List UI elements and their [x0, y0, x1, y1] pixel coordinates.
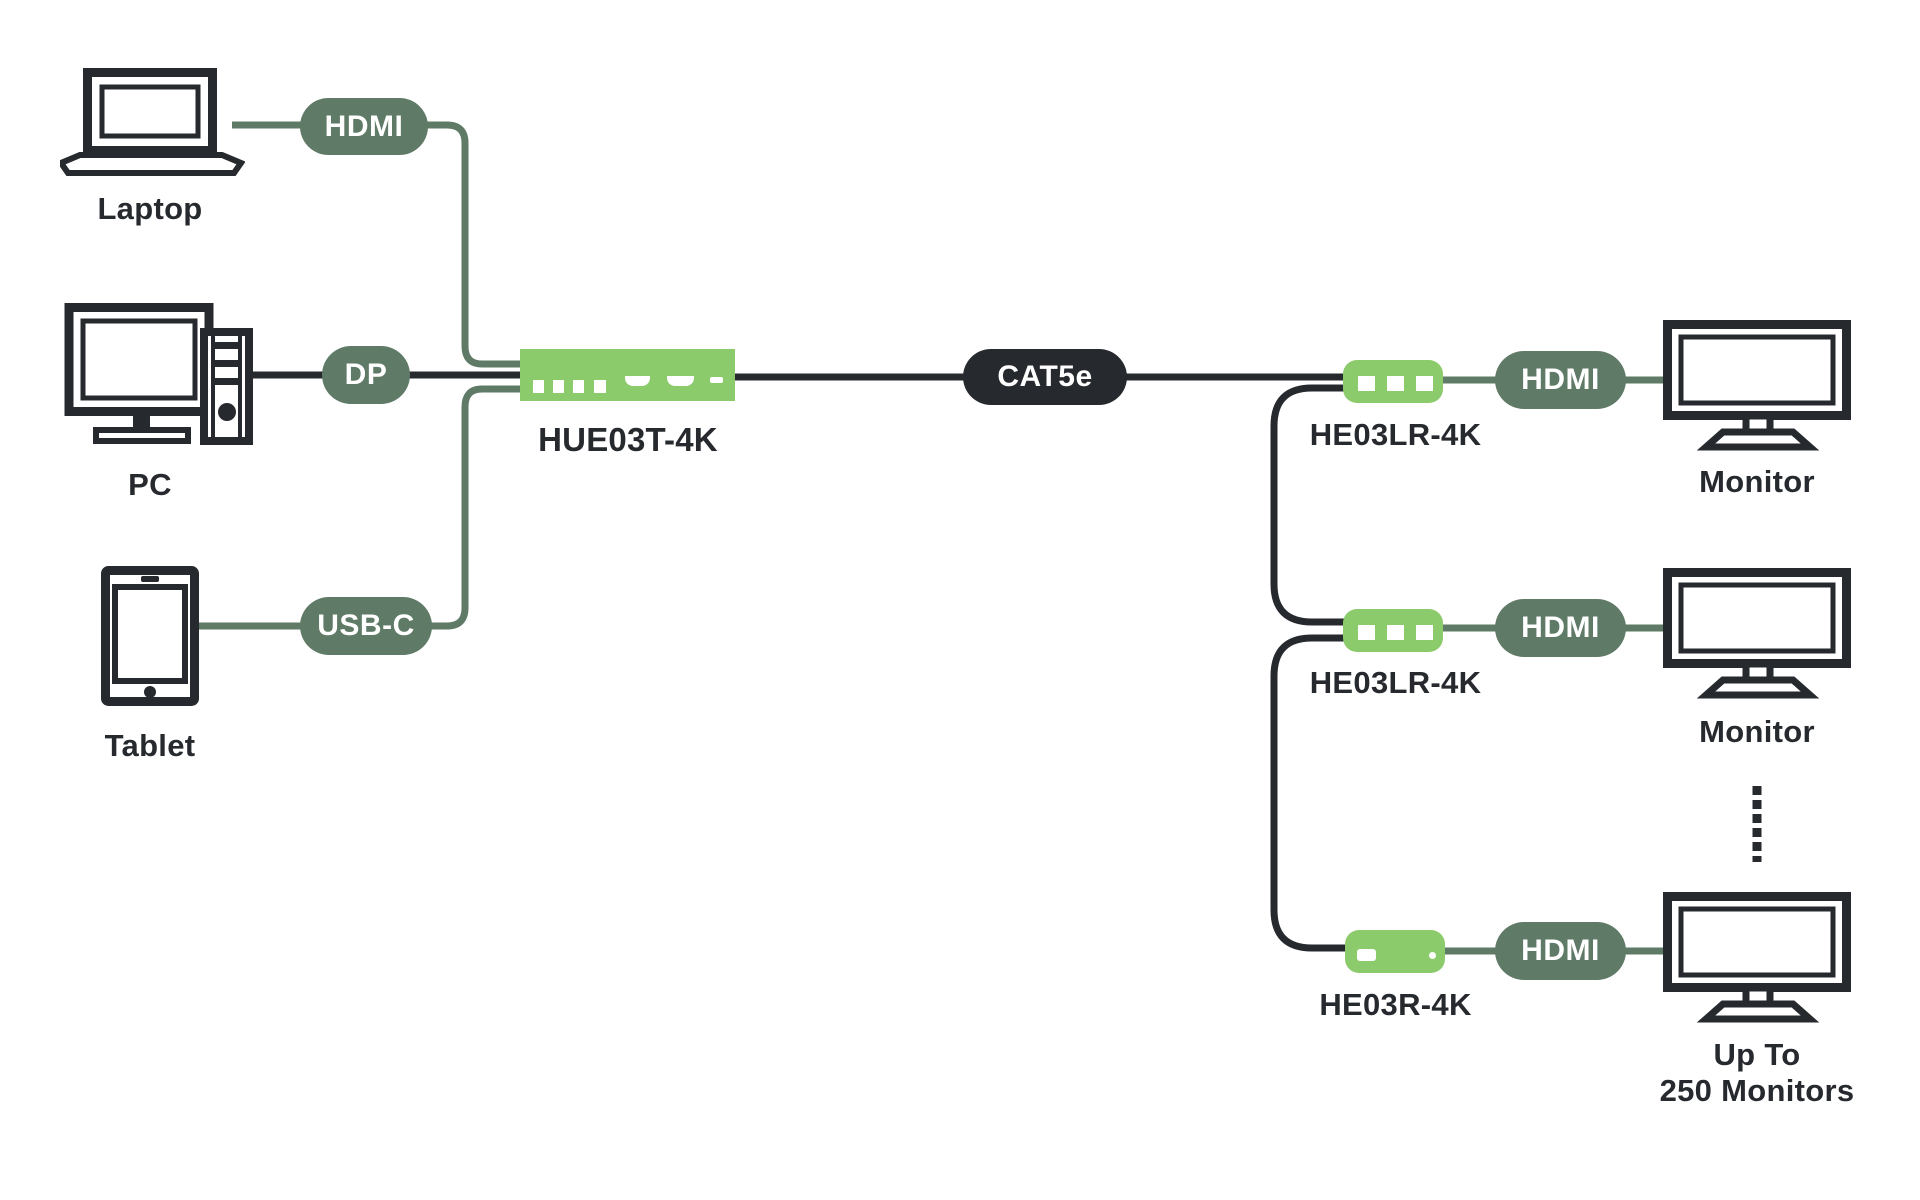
hdmi-badge-receiver3: HDMI	[1495, 922, 1626, 980]
transmitter-box	[520, 349, 735, 401]
cable-branch-receiver1-to-receiver2	[1270, 384, 1348, 626]
tx-slot-port	[710, 377, 723, 383]
receiver3-box	[1345, 930, 1445, 973]
dp-badge-pc: DP	[322, 346, 410, 404]
receiver2-model-label: HE03LR-4K	[1309, 665, 1482, 700]
receiver1-model-label: HE03LR-4K	[1309, 417, 1482, 452]
pc-icon	[64, 302, 256, 446]
tx-hdmi-port	[625, 376, 650, 386]
tablet-icon	[101, 566, 199, 706]
usbc-badge-tablet: USB-C	[300, 597, 432, 655]
laptop-label: Laptop	[97, 191, 203, 226]
rx-port	[1387, 376, 1404, 391]
cable-usbc-to-transmitter	[424, 385, 524, 630]
monitor-icon	[1663, 892, 1851, 1023]
monitor2-label: Monitor	[1699, 714, 1815, 749]
rx-led	[1429, 952, 1436, 959]
tx-dip-port	[573, 380, 584, 393]
cat5e-badge: CAT5e	[963, 349, 1127, 405]
pc-label: PC	[128, 467, 172, 502]
monitor3-label-line2: 250 Monitors	[1659, 1073, 1855, 1108]
tx-dip-port	[533, 380, 544, 393]
hdmi-badge-receiver1: HDMI	[1495, 351, 1626, 409]
rx-port	[1358, 376, 1375, 391]
receiver3-model-label: HE03R-4K	[1319, 987, 1472, 1022]
receiver1-box	[1343, 360, 1443, 403]
monitor-icon	[1663, 568, 1851, 699]
cable-hdmi-to-transmitter	[424, 121, 524, 368]
monitor1-label: Monitor	[1699, 464, 1815, 499]
tablet-label: Tablet	[104, 728, 196, 763]
rx-port	[1357, 949, 1376, 961]
monitor-icon	[1663, 320, 1851, 451]
hdmi-badge-receiver2: HDMI	[1495, 599, 1626, 657]
tx-dip-port	[594, 380, 606, 393]
tx-dip-port	[553, 380, 564, 393]
monitor3-label: Up To 250 Monitors	[1632, 1037, 1882, 1109]
rx-port	[1416, 376, 1433, 391]
rx-port	[1358, 625, 1375, 640]
rx-port	[1416, 625, 1433, 640]
tx-video-port	[667, 376, 694, 386]
laptop-icon	[56, 62, 246, 177]
cable-branch-receiver2-to-receiver3	[1270, 634, 1348, 952]
transmitter-model-label: HUE03T-4K	[538, 421, 718, 458]
rx-port	[1387, 625, 1404, 640]
hdmi-badge-laptop: HDMI	[300, 98, 428, 155]
receiver2-box	[1343, 609, 1443, 652]
monitor3-label-line1: Up To	[1713, 1037, 1801, 1072]
